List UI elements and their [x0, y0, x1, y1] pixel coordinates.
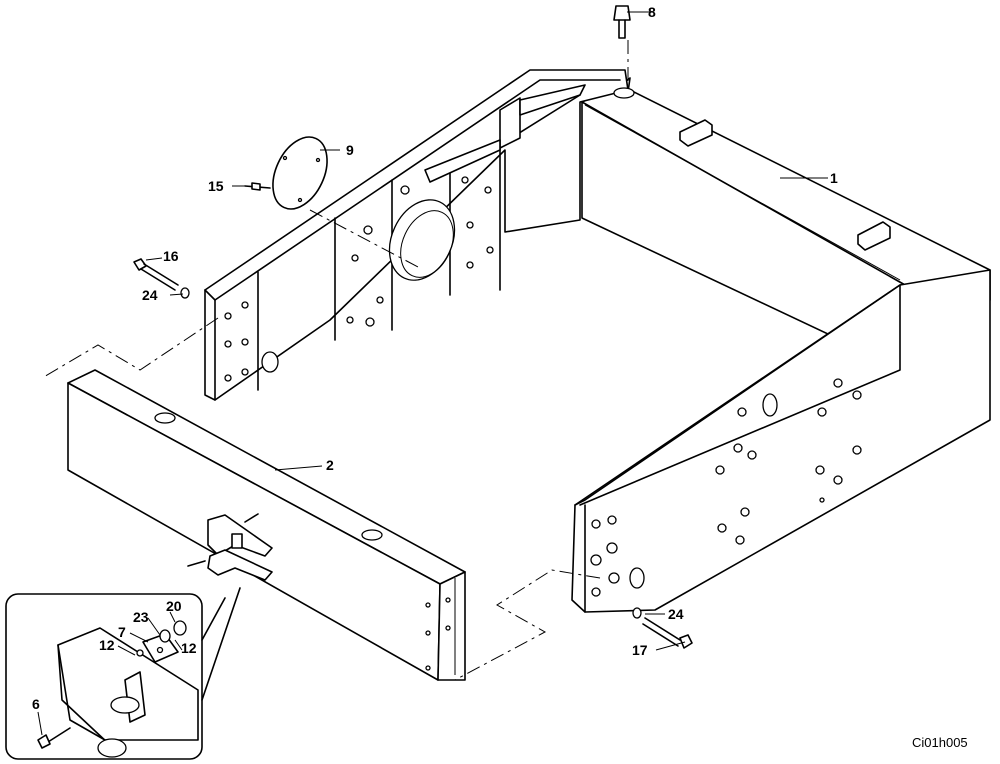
callout-15: 15: [208, 178, 224, 194]
bolt-part-17: [632, 607, 693, 649]
cover-plate-part-9: [244, 136, 328, 210]
callout-16: 16: [163, 248, 179, 264]
bolt-part-16: [133, 258, 190, 299]
assembly-lines: [41, 40, 629, 681]
detail-inset: [5, 587, 241, 760]
callout-23: 23: [133, 609, 149, 625]
callout-12-right: 12: [181, 640, 197, 656]
callout-20: 20: [166, 598, 182, 614]
leader-lines: [37, 11, 828, 736]
callout-9: 9: [346, 142, 354, 158]
callout-24-right: 24: [668, 606, 684, 622]
callout-1: 1: [830, 170, 838, 186]
callout-2: 2: [326, 457, 334, 473]
drawing-reference: Ci01h005: [912, 735, 968, 750]
callout-17: 17: [632, 642, 648, 658]
bolt-part-8: [613, 5, 631, 39]
cross-beam-part-2: [67, 369, 466, 681]
callout-7: 7: [118, 624, 126, 640]
callout-24-left: 24: [142, 287, 158, 303]
frame-part-1: [204, 69, 991, 613]
callout-labels: 8 9 1 15 16 24 2 24 17 20 23 7 12 12 6: [32, 4, 838, 712]
callout-12-left: 12: [99, 637, 115, 653]
callout-8: 8: [648, 4, 656, 20]
callout-6: 6: [32, 696, 40, 712]
